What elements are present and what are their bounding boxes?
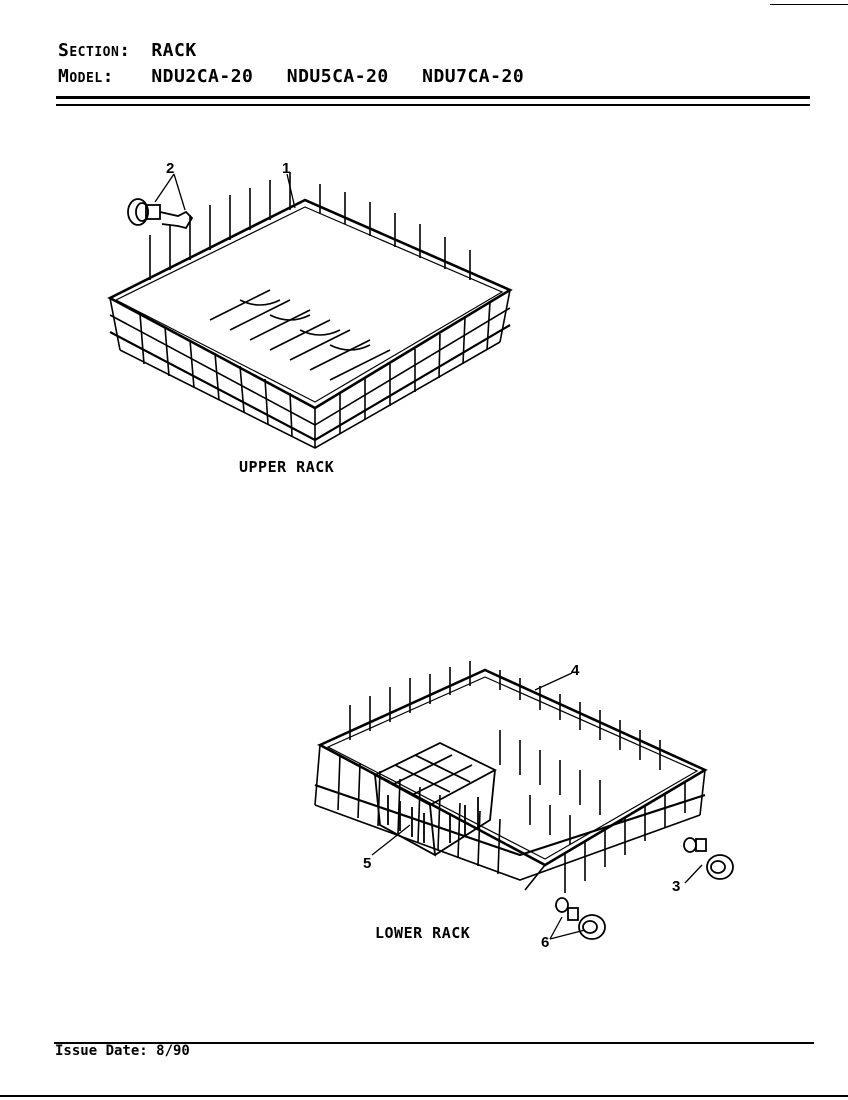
- lower-rack-illustration: [314, 661, 734, 940]
- leader-line: [286, 173, 296, 209]
- upper-rack-illustration: [107, 172, 513, 449]
- section-value: RACK: [151, 40, 197, 61]
- leader-line: [684, 864, 703, 884]
- lower-rack-caption: LOWER RACK: [375, 924, 471, 942]
- callout-number: 1: [282, 160, 291, 177]
- silverware-basket: [373, 741, 497, 857]
- header-rule: [56, 96, 810, 99]
- upper-rack-caption: UPPER RACK: [239, 458, 335, 476]
- leader-line: [173, 173, 186, 211]
- leader-line: [549, 916, 563, 940]
- model-number: NDU2CA-20: [151, 66, 254, 87]
- leader-line: [154, 173, 175, 203]
- leader-line: [371, 824, 411, 856]
- model-number: NDU5CA-20: [286, 66, 389, 87]
- callout-number: 2: [166, 160, 175, 177]
- leader-line: [549, 929, 586, 940]
- rack-roller-assembly: [127, 198, 194, 230]
- lower-rack-body: [314, 661, 708, 893]
- model-number: NDU7CA-20: [422, 66, 525, 87]
- section-label: Section:: [58, 40, 131, 61]
- callout-number: 3: [672, 878, 681, 895]
- section-line: Section: RACK: [58, 40, 219, 61]
- callout-number: 6: [541, 934, 550, 951]
- callout-number: 5: [363, 855, 372, 872]
- page-bottom-edge: [0, 1095, 848, 1097]
- wheel-assembly-6: [555, 897, 606, 940]
- issue-date: Issue Date: 8/90: [55, 1043, 190, 1059]
- leader-line: [534, 672, 573, 691]
- corner-mark: [770, 0, 848, 5]
- wheel-assembly-3: [683, 837, 734, 880]
- model-line: Model: NDU2CA-20 NDU5CA-20 NDU7CA-20: [58, 66, 546, 87]
- callout-number: 4: [571, 662, 580, 679]
- header-rule: [56, 104, 810, 106]
- model-label: Model:: [58, 66, 114, 87]
- upper-rack-body: [107, 172, 513, 449]
- footer-rule: [54, 1042, 814, 1044]
